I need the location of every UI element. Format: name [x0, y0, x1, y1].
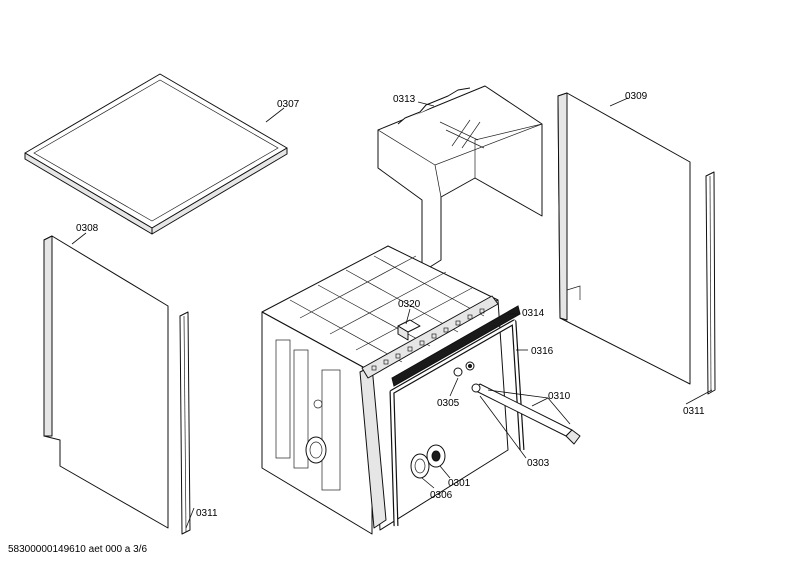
- round-part-0301: [426, 444, 446, 468]
- label-0320: 0320: [398, 299, 421, 310]
- dishwasher-tub-body: [261, 245, 509, 535]
- label-0311-left: 0311: [196, 508, 218, 519]
- fittings-0305: [453, 361, 475, 377]
- label-0314: 0314: [522, 308, 545, 319]
- label-0301: 0301: [448, 478, 471, 489]
- label-0310: 0310: [548, 391, 571, 402]
- top-panel-0307: [24, 73, 288, 235]
- label-0306: 0306: [430, 490, 453, 501]
- trim-strip-left-0311: [179, 311, 191, 535]
- label-0305: 0305: [437, 398, 460, 409]
- label-0308: 0308: [76, 223, 99, 234]
- rail-0310: [471, 383, 581, 445]
- side-panel-right-0309: [557, 92, 691, 385]
- label-0303: 0303: [527, 458, 550, 469]
- door-seal-frame-0316: [389, 319, 525, 527]
- side-panel-left-0308: [43, 235, 169, 529]
- trim-strip-right-0311: [705, 171, 716, 395]
- label-0307: 0307: [277, 99, 300, 110]
- document-code: 58300000149610 aet 000 a 3/6: [8, 544, 147, 555]
- label-0309: 0309: [625, 91, 648, 102]
- label-0316: 0316: [531, 346, 554, 357]
- label-0313: 0313: [393, 94, 416, 105]
- insulation-cover-0313: [377, 85, 543, 273]
- ring-0306: [410, 453, 430, 479]
- label-0311-right: 0311: [683, 406, 705, 417]
- leader-lines: [71, 97, 713, 529]
